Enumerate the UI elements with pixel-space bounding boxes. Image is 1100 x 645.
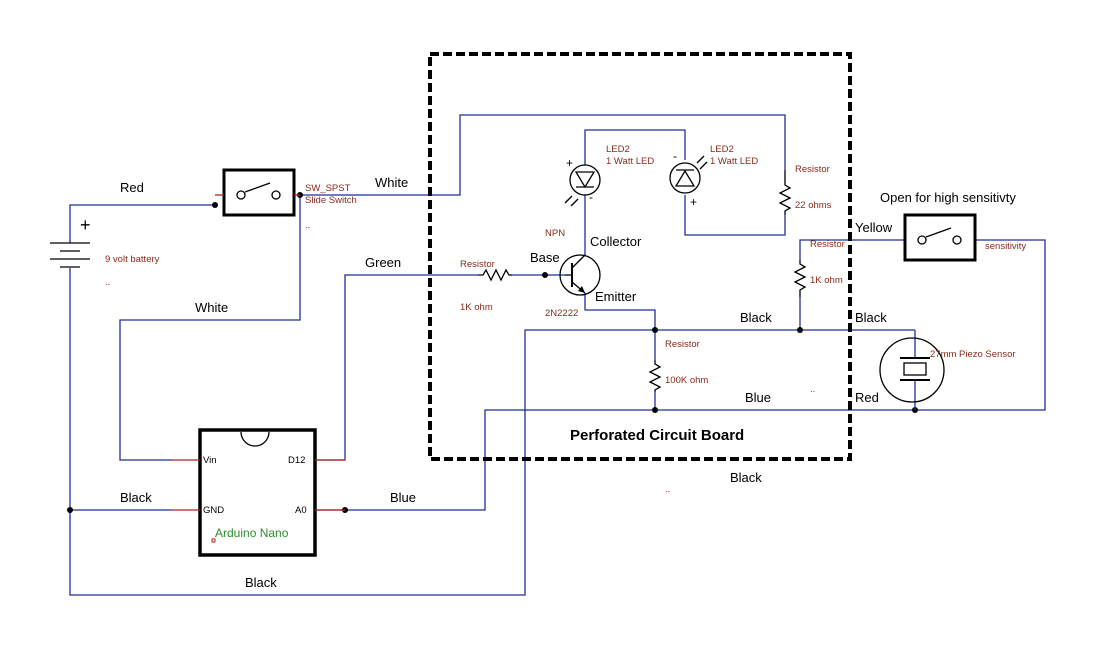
wire-label-red-top: Red [120, 180, 144, 195]
battery-dots: .. [105, 277, 110, 288]
led-2-plus: + [690, 195, 697, 209]
sensitivity-switch-title: Open for high sensitivty [880, 190, 1016, 205]
stray-dots-bottom: .. [665, 484, 670, 495]
slide-switch-name: Slide Switch [305, 195, 357, 206]
resistor-1k-base-type: Resistor [460, 259, 495, 270]
wire-label-black-center: Black [740, 310, 772, 325]
piezo-label: 27mm Piezo Sensor [930, 349, 1016, 360]
arduino-name: Arduino Nano [215, 526, 289, 540]
led-1: + - LED2 1 Watt LED [564, 144, 654, 207]
junction-dot [212, 202, 218, 208]
arduino-pin-gnd: GND [203, 505, 224, 516]
wire-label-black-bottom: Black [245, 575, 277, 590]
led-2-name: 1 Watt LED [710, 156, 758, 167]
transistor-part: 2N2222 [545, 308, 578, 319]
transistor-collector-label: Collector [590, 234, 642, 249]
resistor-1k-right-type: Resistor [810, 239, 845, 250]
led-2-minus: - [673, 149, 677, 163]
led-1-ref: LED2 [606, 144, 630, 155]
led-1-name: 1 Watt LED [606, 156, 654, 167]
transistor-emitter-label: Emitter [595, 289, 637, 304]
sensitivity-switch: Open for high sensitivty sensitivity [880, 190, 1026, 262]
wire-red-battery [69, 204, 215, 243]
wire-1k-top [799, 239, 905, 260]
npn-transistor: NPN 2N2222 Base Collector Emitter [530, 228, 642, 319]
wire-labels: Red White White Green Yellow Black Black… [120, 175, 893, 590]
wire-white-vin [119, 195, 301, 461]
arduino-pin-d12: D12 [288, 455, 305, 466]
arduino-pin-a0: A0 [295, 505, 307, 516]
slide-switch: SW_SPST Slide Switch .. [215, 168, 357, 231]
arduino-pin-vin: Vin [203, 455, 217, 466]
wire-led-bottom [684, 195, 786, 236]
resistor-22-ohm: Resistor 22 ohms [778, 164, 832, 215]
battery-plus: + [80, 215, 91, 235]
perforated-board-outline [428, 52, 852, 461]
led-2: - + LED2 1 Watt LED [669, 144, 758, 209]
resistor-22-type: Resistor [795, 164, 830, 175]
wire-label-yellow: Yellow [855, 220, 893, 235]
wire-label-blue-left: Blue [390, 490, 416, 505]
junctions [67, 192, 918, 513]
junction-dot [652, 327, 658, 333]
wire-label-black-right: Black [855, 310, 887, 325]
wire-sensitivity [915, 239, 1046, 411]
junction-dot [67, 507, 73, 513]
battery-label: 9 volt battery [105, 254, 160, 265]
resistor-1k-base-value: 1K ohm [460, 302, 493, 313]
piezo-sensor: 27mm Piezo Sensor [879, 330, 1016, 410]
resistor-1k-right: Resistor 1K ohm [793, 239, 845, 297]
wire-label-white-left: White [195, 300, 228, 315]
junction-dot [542, 272, 548, 278]
wire-black-ground [69, 268, 915, 596]
battery: + 9 volt battery .. [50, 215, 160, 288]
sensitivity-switch-label: sensitivity [985, 241, 1026, 252]
wire-led-top [584, 129, 686, 165]
led-2-ref: LED2 [710, 144, 734, 155]
led-1-minus: - [589, 190, 593, 204]
wire-white-top [300, 114, 786, 196]
resistor-1k-base: Resistor 1K ohm [460, 259, 512, 313]
wire-label-red-right: Red [855, 390, 879, 405]
resistor-100k: Resistor 100K ohm [648, 339, 708, 392]
wire-label-black-lower: Black [730, 470, 762, 485]
transistor-base-label: Base [530, 250, 560, 265]
resistor-22-value: 22 ohms [795, 200, 832, 211]
slide-switch-dots: .. [305, 220, 310, 231]
wire-label-blue-center: Blue [745, 390, 771, 405]
junction-dot [652, 407, 658, 413]
junction-dot [797, 327, 803, 333]
wire-emitter [584, 293, 656, 360]
transistor-type: NPN [545, 228, 565, 239]
wire-green [312, 274, 478, 461]
board-title: Perforated Circuit Board [570, 427, 744, 444]
wire-label-black-left: Black [120, 490, 152, 505]
resistor-100k-value: 100K ohm [665, 375, 708, 386]
resistor-100k-type: Resistor [665, 339, 700, 350]
arduino-nano: Vin GND D12 A0 Arduino Nano [172, 428, 345, 557]
led-1-plus: + [566, 156, 573, 170]
wire-label-green: Green [365, 255, 401, 270]
stray-dots-center: .. [810, 384, 815, 395]
wire-label-white-top: White [375, 175, 408, 190]
slide-switch-ref: SW_SPST [305, 183, 351, 194]
resistor-1k-right-value: 1K ohm [810, 275, 843, 286]
